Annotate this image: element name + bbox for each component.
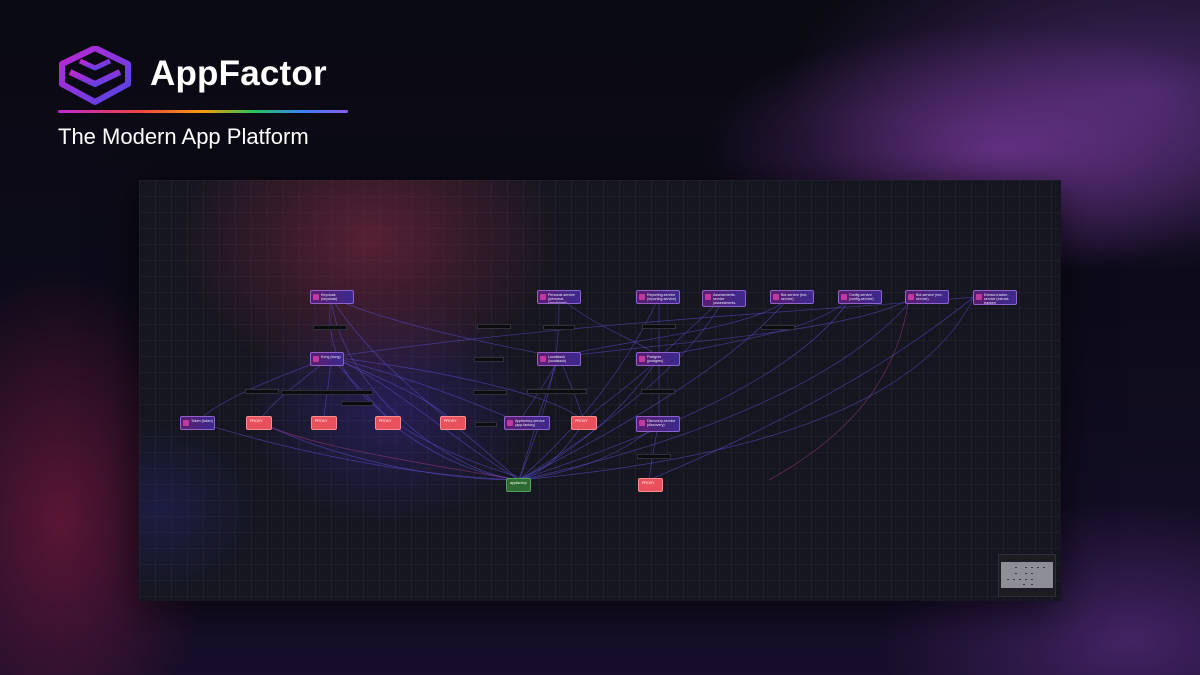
proxy-node[interactable]: PROXY [440, 416, 466, 430]
edge-label [313, 325, 347, 330]
service-icon [639, 294, 645, 300]
service-icon [639, 356, 645, 362]
minimap-node [1015, 573, 1017, 575]
minimap-node [1031, 584, 1033, 586]
brand-tagline: The Modern App Platform [58, 124, 309, 149]
proxy-node[interactable]: PROXY [246, 416, 272, 430]
edge-label [637, 454, 671, 459]
service-node[interactable]: Assessments-service (assessments-service… [702, 290, 746, 307]
service-node[interactable]: Localstack (localstack) [537, 352, 581, 366]
brand-header: AppFactor The Modern App Platform [58, 44, 358, 154]
minimap-node [1031, 567, 1033, 569]
minimap-node [1025, 573, 1027, 575]
edge-label [761, 325, 795, 330]
service-icon [540, 356, 546, 362]
service-node[interactable]: Token (token) [180, 416, 215, 430]
edge-label [245, 389, 279, 394]
edge-label [527, 389, 587, 394]
minimap-node [1037, 567, 1039, 569]
service-icon [507, 420, 513, 426]
service-node[interactable]: Bot-service (bot-service) [770, 290, 814, 304]
minimap-node [1031, 579, 1033, 581]
brand-name: AppFactor [150, 54, 327, 93]
appfactor-logo-icon [59, 46, 131, 105]
minimap-node [1007, 579, 1009, 581]
minimap-viewport[interactable] [1001, 562, 1053, 588]
service-node[interactable]: Personal-service (personal-standalone) [537, 290, 581, 304]
app-node[interactable]: appfactory [506, 478, 531, 492]
proxy-node[interactable]: PROXY [638, 478, 663, 492]
proxy-node[interactable]: PROXY [311, 416, 337, 430]
edge-label [281, 390, 373, 395]
minimap-node [1025, 579, 1027, 581]
minimap[interactable] [998, 554, 1056, 597]
service-icon [313, 356, 319, 362]
edge-label [642, 324, 676, 329]
app-topology-canvas[interactable]: Keycloak (keycloak) Personal-service (pe… [139, 180, 1061, 601]
proxy-node[interactable]: PROXY [375, 416, 401, 430]
minimap-node [1013, 579, 1015, 581]
service-icon [540, 294, 546, 300]
edge-label [641, 389, 675, 394]
service-icon [183, 420, 189, 426]
service-node[interactable]: Config-service (config-service) [838, 290, 882, 304]
proxy-node[interactable]: PROXY [571, 416, 597, 430]
minimap-node [1023, 584, 1025, 586]
minimap-node [1019, 579, 1021, 581]
service-node[interactable]: Postgres (postgres) [636, 352, 680, 366]
service-node[interactable]: Reporting-service (reporting-service) [636, 290, 680, 304]
service-icon [908, 294, 914, 300]
service-icon [841, 294, 847, 300]
service-node[interactable]: Appfactory-service (app-factory) [504, 416, 550, 430]
edge-label [475, 422, 497, 427]
service-icon [773, 294, 779, 300]
edge-label [473, 390, 507, 395]
minimap-node [1031, 573, 1033, 575]
service-icon [705, 294, 711, 300]
edge-label [341, 401, 373, 406]
edge-label [477, 324, 511, 329]
service-icon [313, 294, 319, 300]
service-icon [976, 294, 982, 300]
service-node[interactable]: Bot-service (red-service) [905, 290, 949, 304]
brand-gradient-divider [58, 110, 348, 113]
service-node[interactable]: Extract-tracker-service (extract-tracker… [973, 290, 1017, 305]
minimap-node [1015, 567, 1017, 569]
edge-label [543, 325, 575, 330]
service-node[interactable]: Kong (kong) [310, 352, 344, 366]
service-node[interactable]: Keycloak (keycloak) [310, 290, 354, 304]
minimap-node [1025, 567, 1027, 569]
service-node[interactable]: Discovery-service (discovery) [636, 416, 680, 432]
minimap-node [1043, 567, 1045, 569]
edge-label [474, 357, 504, 362]
service-icon [639, 420, 645, 426]
